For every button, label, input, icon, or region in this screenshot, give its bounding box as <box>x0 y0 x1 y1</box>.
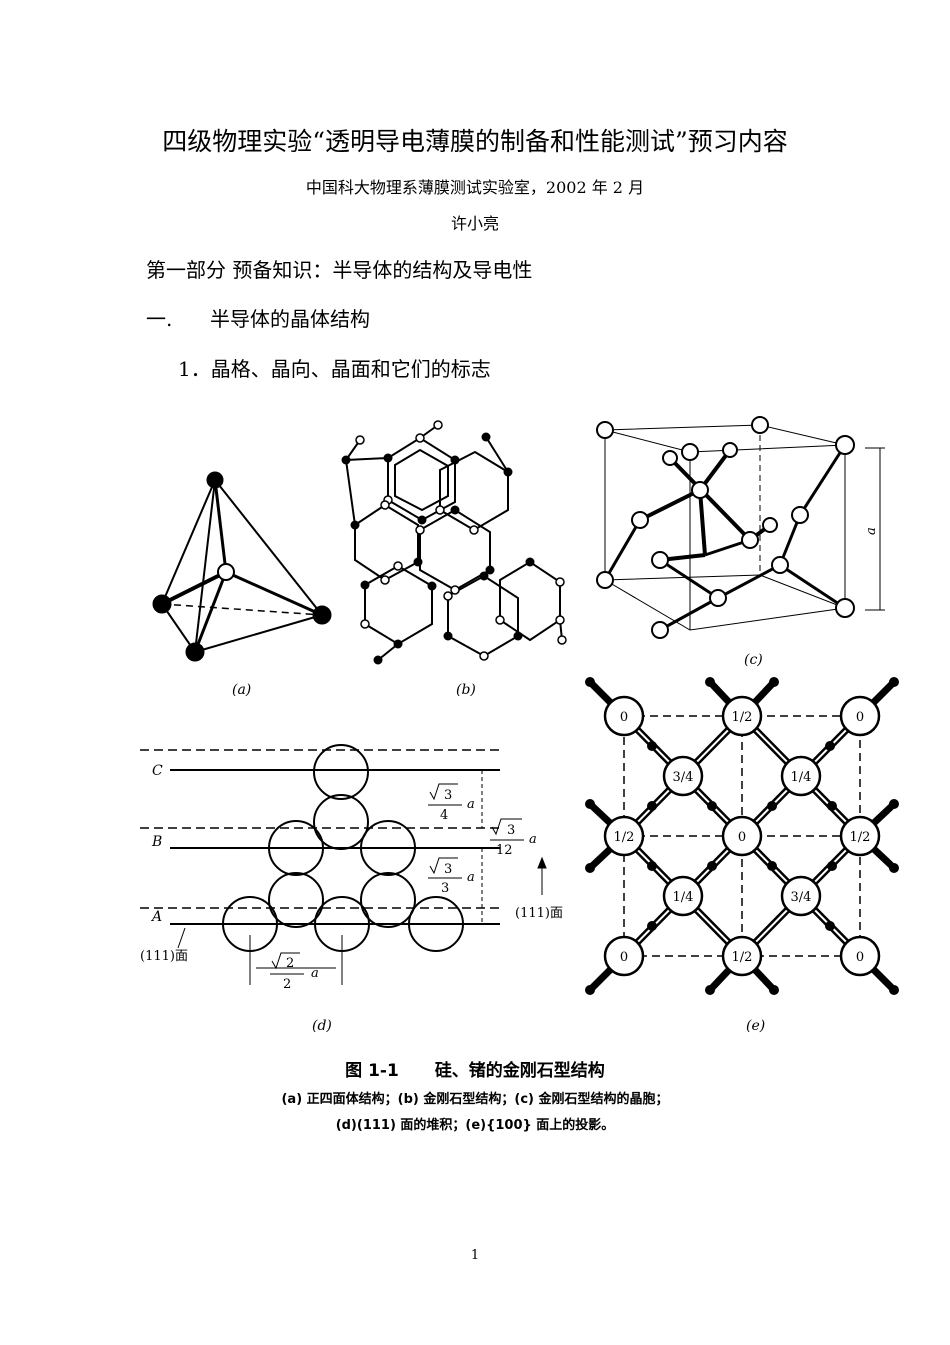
height-label: 3/4 <box>791 890 812 905</box>
panel-label-a: (a) <box>232 682 251 698</box>
panel-label-b: (b) <box>456 682 476 698</box>
panel-e-projection: 0 1/2 0 3/4 1/4 1/2 0 1/2 1/4 3/4 0 1/2 … <box>585 677 899 995</box>
figure-caption-line-1: (a) 正四面体结构；(b) 金刚石型结构；(c) 金刚石型结构的晶胞； <box>281 1092 669 1107</box>
subsection-heading: 1．晶格、晶向、晶面和它们的标志 <box>178 357 491 381</box>
height-label: 3/4 <box>673 770 694 785</box>
panel-b-diamond-lattice <box>341 420 567 665</box>
section-number: 一. <box>146 307 173 331</box>
svg-text:3: 3 <box>441 881 449 896</box>
dist-sqrt3-4: 3 4 a <box>428 783 475 823</box>
layer-label-b: B <box>151 834 162 850</box>
layer-label-c: C <box>152 763 163 779</box>
author-name: 许小亮 <box>450 214 499 233</box>
layer-label-a: A <box>150 909 162 925</box>
dist-sqrt2-2: 2 2 a <box>270 952 319 992</box>
panel-d-stacking: C B A 3 4 a 3 12 a 3 3 a <box>140 744 563 992</box>
panel-a-tetrahedron <box>152 471 332 662</box>
plane-label-left: (111)面 <box>140 949 188 964</box>
svg-text:a: a <box>311 966 319 981</box>
svg-text:a: a <box>529 832 537 847</box>
svg-text:3: 3 <box>444 862 452 877</box>
figure-caption-line-2: (d)(111) 面的堆积；(e){100} 面上的投影。 <box>335 1118 615 1133</box>
svg-text:a: a <box>467 797 475 812</box>
svg-text:2: 2 <box>286 956 294 971</box>
svg-text:3: 3 <box>507 823 515 838</box>
panel-c-dim-label: a <box>864 527 879 535</box>
svg-text:4: 4 <box>440 808 448 823</box>
height-label: 1/2 <box>732 710 753 725</box>
height-label: 1/4 <box>791 770 812 785</box>
figure-caption-title: 图 1-1 硅、锗的金刚石型结构 <box>0 1056 950 1081</box>
figure-number: 图 1-1 <box>345 1061 399 1081</box>
affiliation-line: 中国科大物理系薄膜测试实验室，2002 年 2 月 <box>305 178 645 197</box>
height-label: 0 <box>738 830 746 845</box>
section-title: 半导体的晶体结构 <box>210 307 370 331</box>
part-heading: 第一部分 预备知识：半导体的结构及导电性 <box>146 258 533 282</box>
page-number: 1 <box>470 1248 480 1263</box>
height-label: 0 <box>856 950 864 965</box>
svg-text:a: a <box>467 870 475 885</box>
dist-sqrt3-12: 3 12 a <box>490 818 537 858</box>
panel-label-c: (c) <box>744 652 763 668</box>
height-label: 0 <box>620 710 628 725</box>
height-label: 1/2 <box>732 950 753 965</box>
svg-text:2: 2 <box>283 977 291 992</box>
svg-text:12: 12 <box>496 843 513 858</box>
figure-title: 硅、锗的金刚石型结构 <box>434 1061 605 1081</box>
document-title: 四级物理实验“透明导电薄膜的制备和性能测试”预习内容 <box>162 127 788 156</box>
height-label: 0 <box>856 710 864 725</box>
height-label: 1/2 <box>614 830 635 845</box>
plane-label-right: (111)面 <box>515 906 563 921</box>
dist-sqrt3-3: 3 3 a <box>428 857 475 896</box>
svg-text:3: 3 <box>444 788 452 803</box>
height-label: 1/2 <box>850 830 871 845</box>
panel-c-unit-cell: a <box>596 416 885 639</box>
height-label: 0 <box>620 950 628 965</box>
panel-label-e: (e) <box>746 1018 765 1034</box>
panel-label-d: (d) <box>312 1018 332 1034</box>
height-label: 1/4 <box>673 890 694 905</box>
section-heading: 一. 半导体的晶体结构 <box>146 303 370 332</box>
